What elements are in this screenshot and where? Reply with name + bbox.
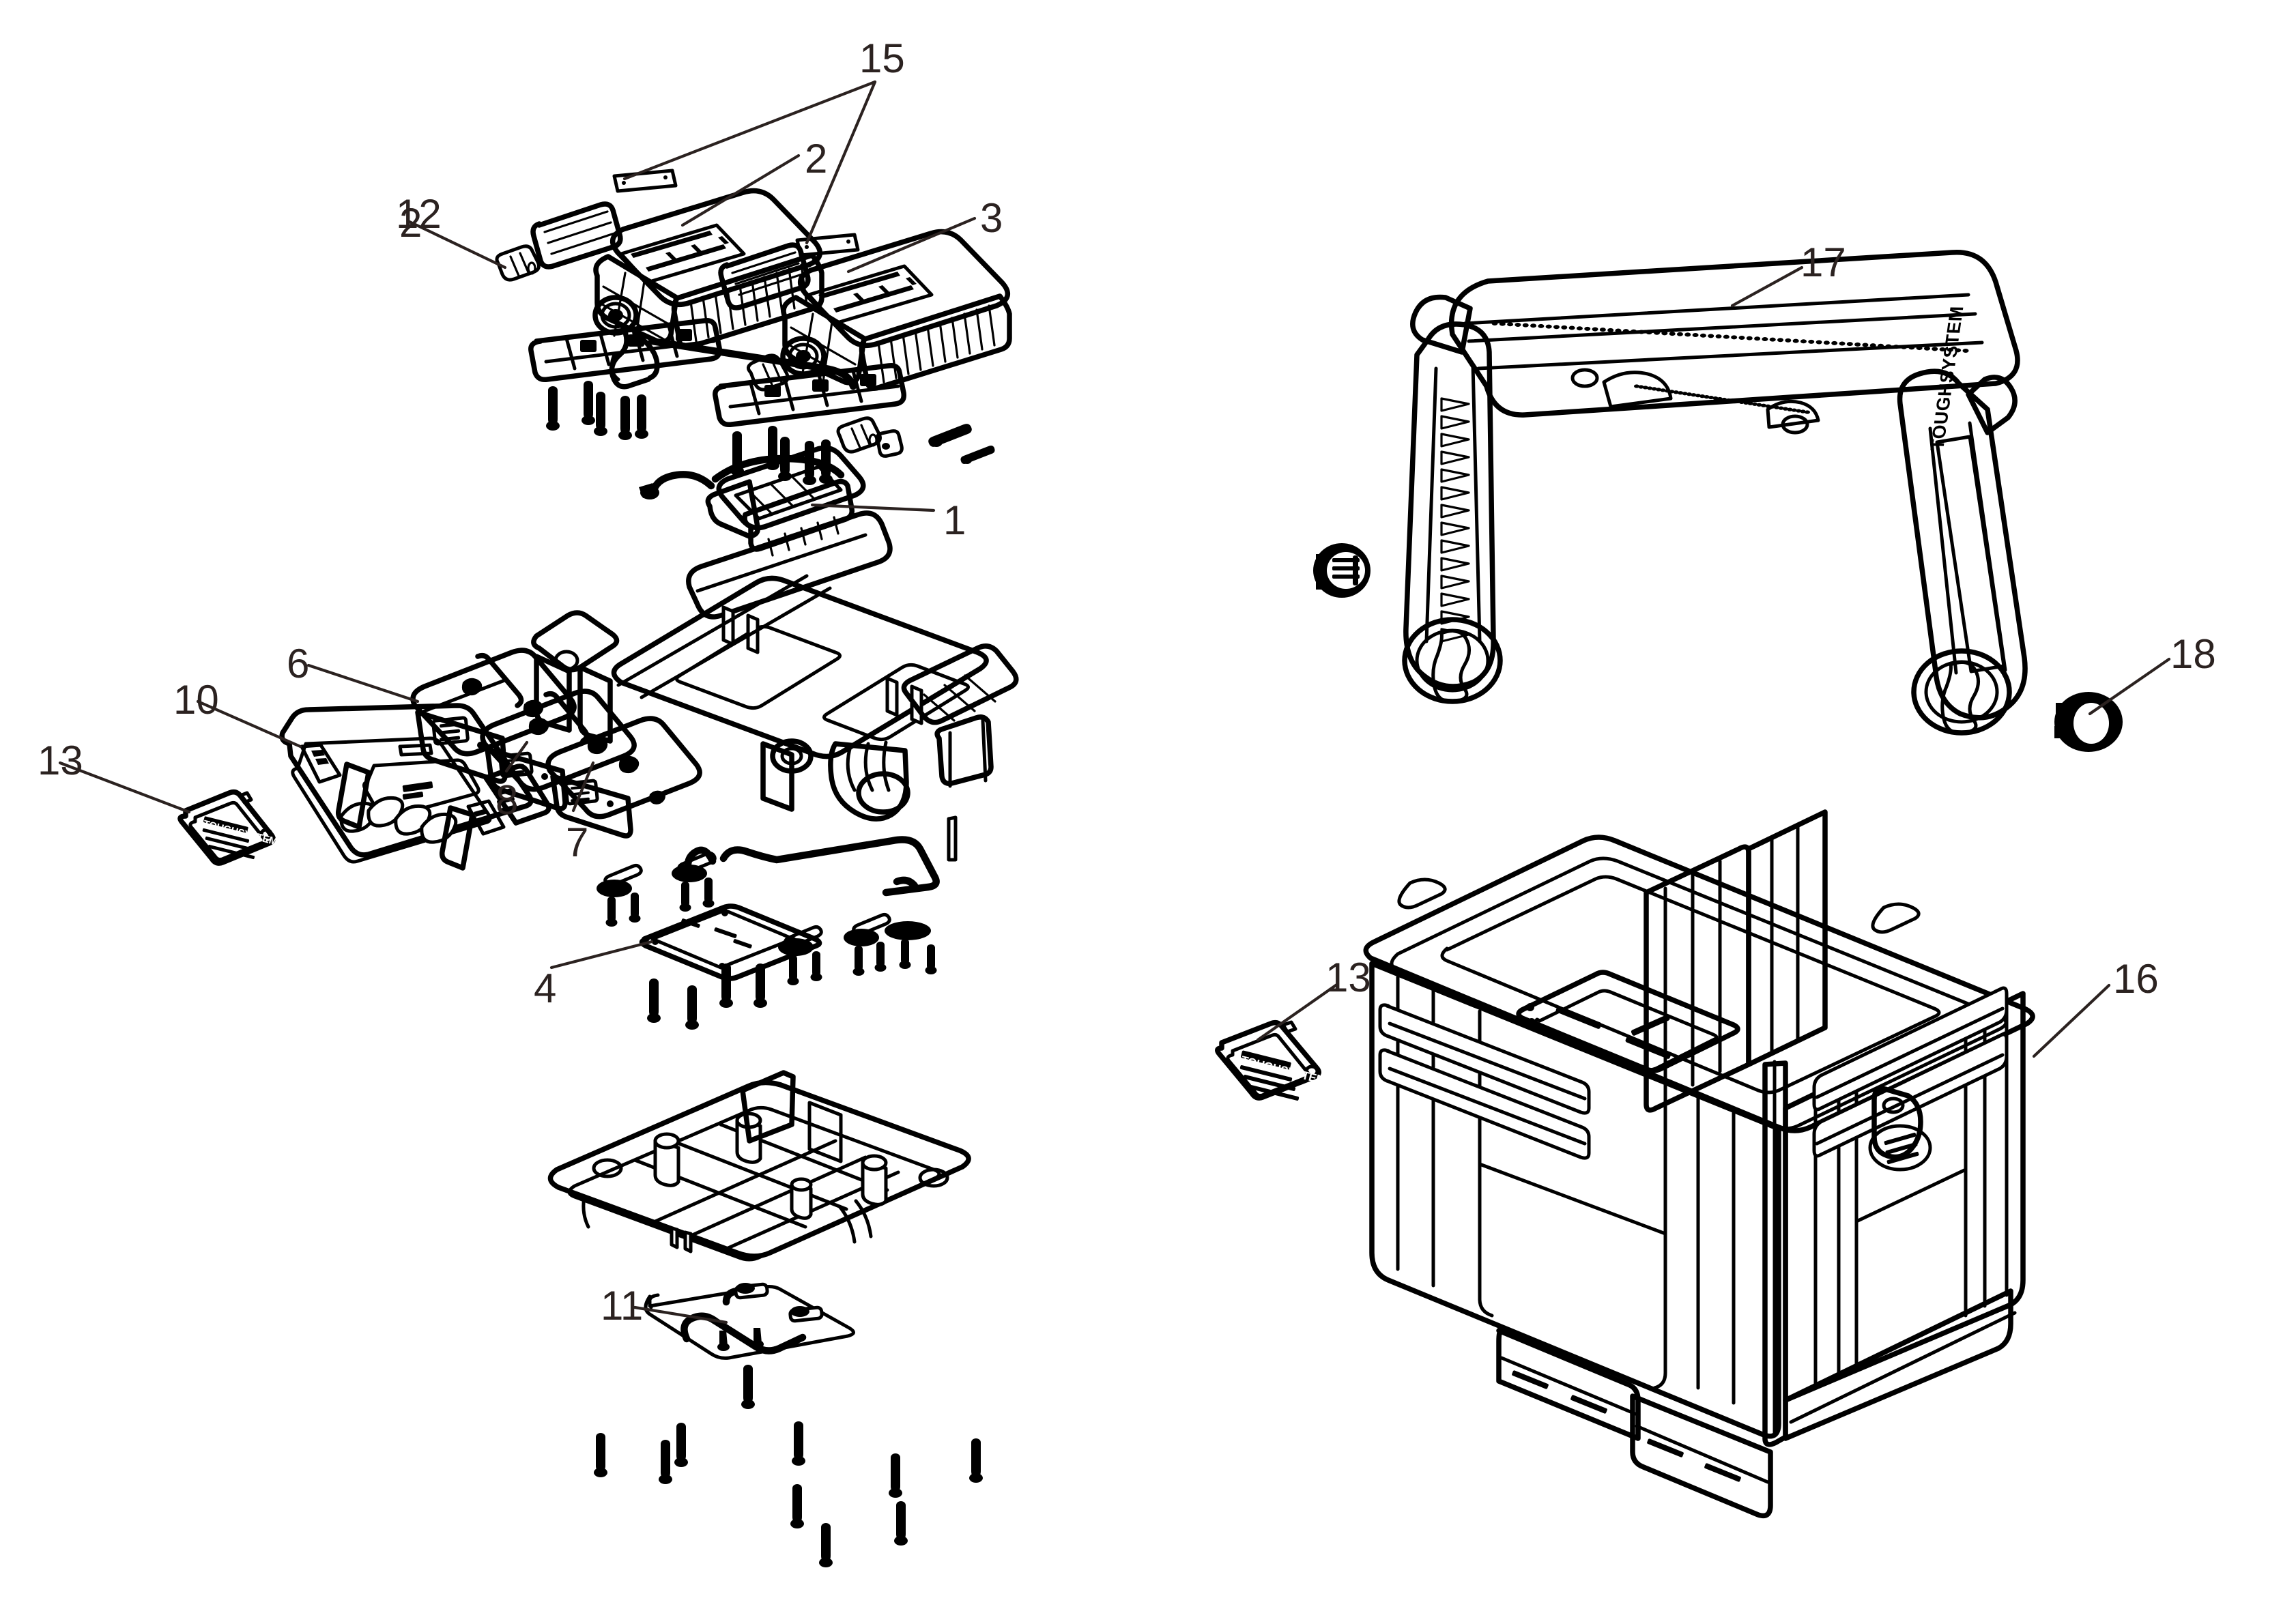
small-hardware-cluster (875, 424, 995, 464)
leader-line-17 (1730, 265, 1804, 308)
callout-number-15: 15 (859, 35, 905, 81)
callout-number-7: 7 (566, 820, 589, 865)
handle-brand-text: TOUGHSYSTEM (1742, 244, 1977, 450)
part-15-retaining-strip-a (612, 169, 678, 193)
leader-line-18 (2088, 657, 2171, 716)
part-4-grommets (597, 851, 937, 1030)
main-chassis-frame (531, 510, 1019, 822)
callout-number-13: 13 (1325, 955, 1371, 1000)
part-16-toughsystem-box (1363, 809, 2035, 1519)
part-11-base-gasket-harness (644, 1282, 855, 1409)
callout-number-3: 3 (980, 195, 1003, 241)
wedge-filler-block (934, 714, 994, 862)
battery-mount-rail-left (528, 317, 722, 383)
part-2-battery-pack-left (530, 188, 824, 390)
part-18-wheel-bushing-grommet (2054, 692, 2123, 752)
callout-number-6: 6 (287, 641, 310, 686)
callout-number-2: 2 (805, 136, 828, 182)
endcap-logo-left (203, 816, 248, 833)
callout-number-13: 13 (38, 738, 83, 783)
leader-line-15 (805, 80, 877, 245)
endcap-logo-right (1241, 1050, 1291, 1070)
leader-line-13 (1256, 982, 1340, 1042)
leader-line-13 (58, 761, 191, 814)
callout-number-16: 16 (2113, 956, 2159, 1002)
part-12-rubber-bumper-plug (495, 244, 541, 282)
callout-number-10: 10 (173, 677, 219, 723)
leader-line-7 (571, 761, 595, 813)
part-10-front-control-panel (279, 703, 551, 871)
part-7-bracket-plate-lower (545, 716, 702, 839)
callout-number-2: 2 (399, 200, 422, 246)
leader-line-8 (504, 740, 529, 773)
lower-housing-tray (547, 1070, 971, 1262)
part-2-latch-tab (530, 201, 623, 270)
handle-pivot-bushing (1313, 543, 1371, 598)
callout-number-18: 18 (2170, 631, 2216, 677)
callout-number-12: 12 (396, 191, 442, 237)
part-17-carry-handle (1402, 250, 2028, 736)
leader-line-6 (306, 663, 420, 704)
leader-line-16 (2032, 983, 2111, 1058)
battery-mount-rail-right (713, 362, 906, 428)
leader-line-2 (680, 154, 801, 227)
leader-line-15 (622, 80, 877, 181)
callout-number-17: 17 (1800, 240, 1846, 285)
leader-line-4 (549, 940, 654, 970)
part-3-latch-tab (718, 242, 811, 310)
callout-number-8: 8 (496, 777, 519, 823)
part-13-side-end-cap-left (177, 789, 276, 866)
leader-line-2 (407, 220, 507, 270)
leader-line-3 (846, 216, 977, 274)
callout-number-4: 4 (534, 966, 557, 1011)
leader-line-11 (633, 1305, 728, 1324)
callout-number-1: 1 (943, 497, 966, 543)
leader-line-1 (810, 503, 936, 512)
callout-number-11: 11 (601, 1283, 644, 1329)
leader-line-10 (196, 699, 302, 749)
